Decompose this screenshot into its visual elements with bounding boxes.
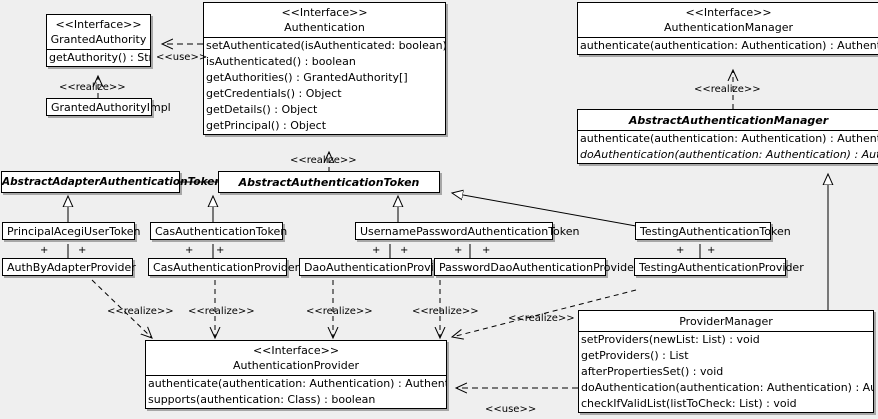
operation: authenticate(authentication: Authenticat… xyxy=(580,132,878,145)
class-name: UsernamePasswordAuthenticationToken xyxy=(360,225,580,238)
multiplicity-label: + xyxy=(372,245,381,256)
operation: authenticate(authentication: Authenticat… xyxy=(580,39,878,52)
edge-label-realize-authbyadapterprovider: <<realize>> xyxy=(107,306,174,317)
operation: getDetails() : Object xyxy=(206,103,318,116)
operations-compartment: authenticate(authentication: Authenticat… xyxy=(146,375,446,408)
edge-label-realize-abstractauthenticationtoken: <<realize>> xyxy=(290,155,357,166)
operation: getAuthority() : String xyxy=(49,51,150,64)
multiplicity-label: + xyxy=(185,245,194,256)
class-name: AbstractAuthenticationToken xyxy=(238,176,420,189)
class-cas-authentication-token[interactable]: CasAuthenticationToken xyxy=(150,222,288,240)
edge-label-realize-passworddaoprovider: <<realize>> xyxy=(412,306,479,317)
stereotype-label: <<Interface>> xyxy=(281,6,368,19)
class-name: AuthByAdapterProvider xyxy=(7,261,136,274)
edge-label-realize-casauthenticationprovider: <<realize>> xyxy=(188,306,255,317)
class-name: TestingAuthenticationToken xyxy=(640,225,791,238)
operation: setProviders(newList: List) : void xyxy=(581,333,760,346)
class-name: GrantedAuthorityImpl xyxy=(51,101,171,114)
class-granted-authority-impl[interactable]: GrantedAuthorityImpl xyxy=(46,98,171,116)
class-name: PasswordDaoAuthenticationProvider xyxy=(439,261,639,274)
class-abstract-authentication-manager[interactable]: AbstractAuthenticationManager authentica… xyxy=(577,109,878,164)
operation: checkIfValidList(listToCheck: List) : vo… xyxy=(581,397,797,410)
class-cas-authentication-provider[interactable]: CasAuthenticationProvider xyxy=(148,258,300,276)
class-authentication[interactable]: <<Interface>> Authentication setAuthenti… xyxy=(203,2,446,135)
class-name: AbstractAdapterAuthenticationToken xyxy=(2,176,222,188)
stereotype-label: <<Interface>> xyxy=(685,6,772,19)
class-authentication-manager[interactable]: <<Interface>> AuthenticationManager auth… xyxy=(577,2,878,55)
class-name: GrantedAuthority xyxy=(50,33,147,46)
class-provider-manager[interactable]: ProviderManager setProviders(newList: Li… xyxy=(578,310,874,413)
operations-compartment: setProviders(newList: List) : void getPr… xyxy=(579,331,873,412)
edge-authbyadapterprovider-realizes-authenticationprovider xyxy=(91,279,152,338)
operations-compartment: getAuthority() : String xyxy=(47,49,150,66)
edge-testingauthenticationtoken-extends-abstracttoken xyxy=(452,193,637,227)
class-username-password-authentication-token[interactable]: UsernamePasswordAuthenticationToken xyxy=(355,222,580,240)
class-name: TestingAuthenticationProvider xyxy=(639,261,804,274)
edge-label-realize-grantedauthorityimpl: <<realize>> xyxy=(59,82,126,93)
class-name: DaoAuthenticationProvider xyxy=(304,261,452,274)
operation: getProviders() : List xyxy=(581,349,689,362)
multiplicity-label: + xyxy=(40,245,49,256)
multiplicity-label: + xyxy=(400,245,409,256)
operation: doAuthentication(authentication: Authent… xyxy=(581,381,873,394)
operation: setAuthenticated(isAuthenticated: boolea… xyxy=(206,39,445,52)
class-name: Authentication xyxy=(284,21,365,34)
operations-compartment: authenticate(authentication: Authenticat… xyxy=(578,130,878,163)
class-authentication-provider[interactable]: <<Interface>> AuthenticationProvider aut… xyxy=(145,340,447,409)
operation: authenticate(authentication: Authenticat… xyxy=(148,377,446,390)
stereotype-label: <<Interface>> xyxy=(55,18,142,31)
class-granted-authority[interactable]: <<Interface>> GrantedAuthority getAuthor… xyxy=(46,14,151,67)
edge-label-realize-abstractauthenticationmanager: <<realize>> xyxy=(694,84,761,95)
class-password-dao-authentication-provider[interactable]: PasswordDaoAuthenticationProvider xyxy=(434,258,639,276)
multiplicity-label: + xyxy=(78,245,87,256)
multiplicity-label: + xyxy=(216,245,225,256)
edge-label-realize-daoauthenticationprovider: <<realize>> xyxy=(306,306,373,317)
multiplicity-label: + xyxy=(482,245,491,256)
operation: doAuthentication(authentication: Authent… xyxy=(580,148,878,161)
stereotype-label: <<Interface>> xyxy=(252,344,340,357)
operation: getPrincipal() : Object xyxy=(206,119,327,132)
operations-compartment: authenticate(authentication: Authenticat… xyxy=(578,37,878,54)
class-name: AbstractAuthenticationManager xyxy=(628,114,829,127)
multiplicity-label: + xyxy=(454,245,463,256)
class-abstract-authentication-token[interactable]: AbstractAuthenticationToken xyxy=(218,171,440,193)
multiplicity-label: + xyxy=(707,245,716,256)
class-testing-authentication-token[interactable]: TestingAuthenticationToken xyxy=(635,222,791,240)
class-name: CasAuthenticationToken xyxy=(155,225,288,238)
class-name: ProviderManager xyxy=(679,315,773,328)
class-name: PrincipalAcegiUserToken xyxy=(7,225,141,238)
class-dao-authentication-provider[interactable]: DaoAuthenticationProvider xyxy=(299,258,452,276)
class-name: AuthenticationManager xyxy=(664,21,793,34)
operation: supports(authentication: Class) : boolea… xyxy=(148,393,376,406)
multiplicity-label: + xyxy=(676,245,685,256)
operations-compartment: setAuthenticated(isAuthenticated: boolea… xyxy=(204,37,445,134)
operation: getAuthorities() : GrantedAuthority[] xyxy=(206,71,408,84)
operation: afterPropertiesSet() : void xyxy=(581,365,724,378)
operation: getCredentials() : Object xyxy=(206,87,342,100)
edge-testingauthenticationprovider-realizes-authenticationprovider xyxy=(452,289,637,337)
class-name: AuthenticationProvider xyxy=(232,359,360,372)
class-auth-by-adapter-provider[interactable]: AuthByAdapterProvider xyxy=(2,258,136,276)
class-name: CasAuthenticationProvider xyxy=(153,261,300,274)
class-testing-authentication-provider[interactable]: TestingAuthenticationProvider xyxy=(634,258,804,276)
class-abstract-adapter-authentication-token[interactable]: AbstractAdapterAuthenticationToken xyxy=(1,171,222,193)
edge-label-realize-testingauthenticationprovider: <<realize>> xyxy=(508,313,575,324)
edge-label-use-authentication-grantedauthority: <<use>> xyxy=(156,52,208,63)
operation: isAuthenticated() : boolean xyxy=(206,55,356,68)
edge-label-use-providermanager-authenticationprovider: <<use>> xyxy=(485,404,537,415)
class-principal-acegi-user-token[interactable]: PrincipalAcegiUserToken xyxy=(2,222,141,240)
